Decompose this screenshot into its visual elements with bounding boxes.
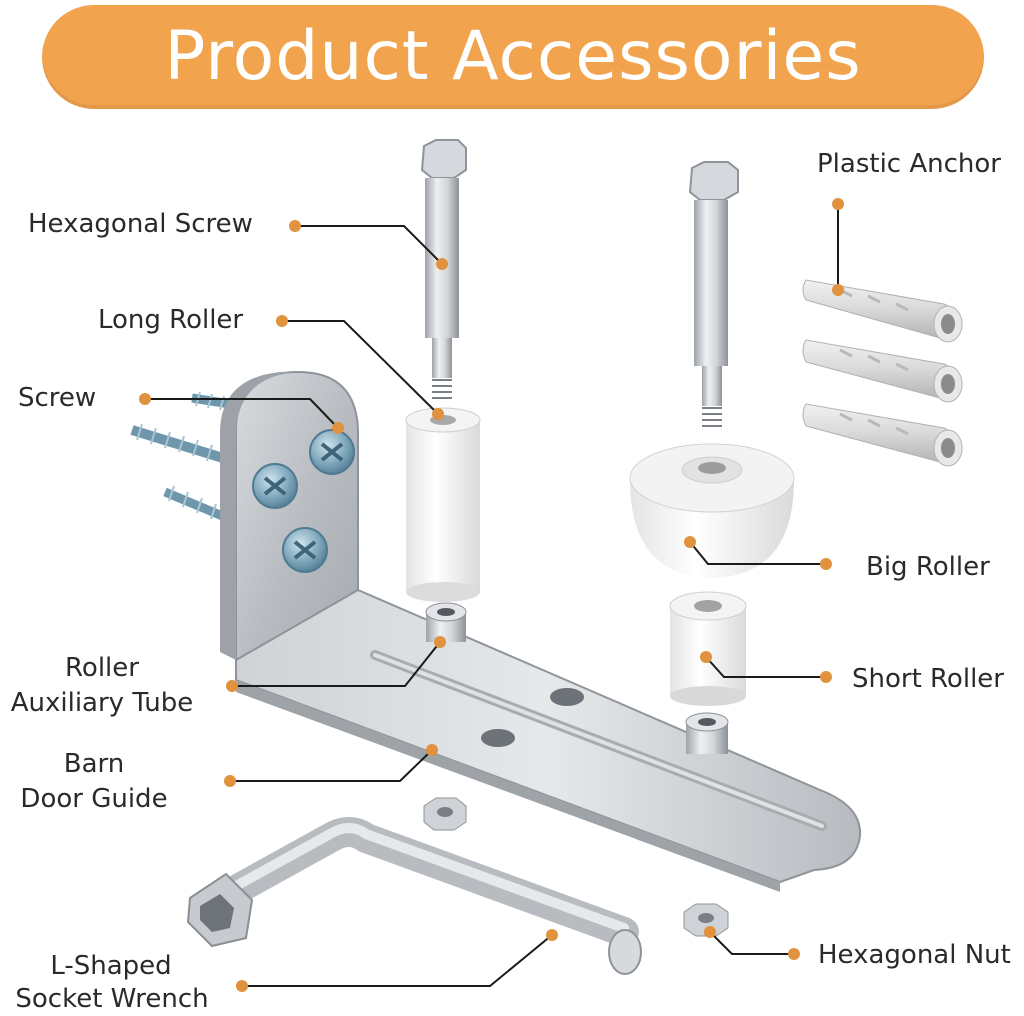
page-title: Product Accessories — [164, 17, 862, 96]
barn-door-guide — [220, 370, 862, 892]
label-barn-door-guide-line1: Barn — [63, 749, 125, 779]
long-roller — [405, 407, 481, 602]
label-big-roller: Big Roller — [866, 552, 990, 582]
short-roller — [669, 591, 747, 706]
leader-hexagonal-screw — [295, 225, 443, 265]
label-hexagonal-screw: Hexagonal Screw — [28, 209, 253, 239]
l-shaped-socket-wrench — [186, 817, 642, 975]
label-l-shaped-socket-wrench-line1: L-Shaped — [50, 951, 172, 981]
label-long-roller: Long Roller — [98, 305, 244, 335]
leader-roller-auxiliary-tube — [232, 641, 441, 687]
big-roller — [629, 443, 795, 578]
label-screw: Screw — [18, 383, 97, 413]
label-roller-auxiliary-tube-line1: Roller — [65, 653, 139, 683]
leader-long-roller — [282, 320, 439, 415]
leader-l-shaped-socket-wrench — [242, 934, 553, 987]
leader-barn-door-guide — [230, 749, 433, 782]
leader-big-roller — [689, 541, 826, 565]
label-barn-door-guide-line2: Door Guide — [20, 784, 168, 814]
leader-lines — [145, 204, 839, 987]
label-hexagonal-nut: Hexagonal Nut — [818, 940, 1011, 970]
hexagonal-screw-2 — [688, 161, 739, 427]
hex-nut-1 — [423, 797, 467, 831]
plastic-anchors — [802, 279, 963, 467]
hex-nut-2 — [683, 903, 729, 937]
leader-hexagonal-nut — [709, 931, 794, 955]
label-short-roller: Short Roller — [852, 664, 1004, 694]
label-l-shaped-socket-wrench-line2: Socket Wrench — [15, 984, 209, 1014]
leader-short-roller — [705, 656, 826, 678]
label-plastic-anchor: Plastic Anchor — [817, 149, 1001, 179]
screw-heads — [252, 429, 355, 573]
label-dots — [139, 198, 844, 992]
leader-screw — [145, 398, 339, 429]
label-roller-auxiliary-tube-line2: Auxiliary Tube — [10, 688, 194, 718]
title-banner: Product Accessories — [42, 5, 984, 109]
